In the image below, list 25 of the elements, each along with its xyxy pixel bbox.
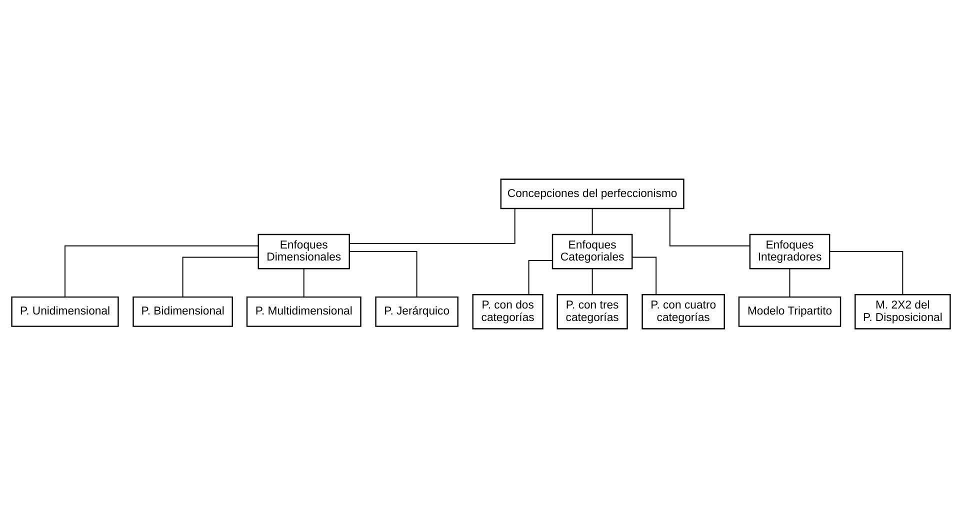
node-box: P. con tres categorías [556,294,628,330]
connector [348,208,516,244]
connector [632,256,657,295]
node-box: M. 2X2 del P. Disposicional [854,294,951,330]
connector [592,208,593,235]
connector [303,268,304,298]
connector [829,251,904,296]
node-box: P. Jerárquico [375,296,458,327]
node-box: P. con dos categorías [472,294,544,330]
node-box: Enfoques Integradores [749,234,830,270]
connector [64,245,259,298]
connector [669,208,750,246]
node-box: Enfoques Dimensionales [258,234,350,270]
connector [349,251,418,298]
connector [528,260,553,295]
node-box: P. Multidimensional [246,296,362,327]
connector [789,268,790,298]
node-box: Concepciones del perfeccionismo [500,178,684,210]
node-box: P. con cuatro categorías [642,294,725,330]
node-box: P. Bidimensional [132,296,233,327]
node-box: P. Unidimensional [11,296,119,327]
node-box: Enfoques Categoriales [552,234,633,270]
connector [592,268,593,296]
node-box: Modelo Tripartito [738,296,842,327]
connector [182,256,259,298]
